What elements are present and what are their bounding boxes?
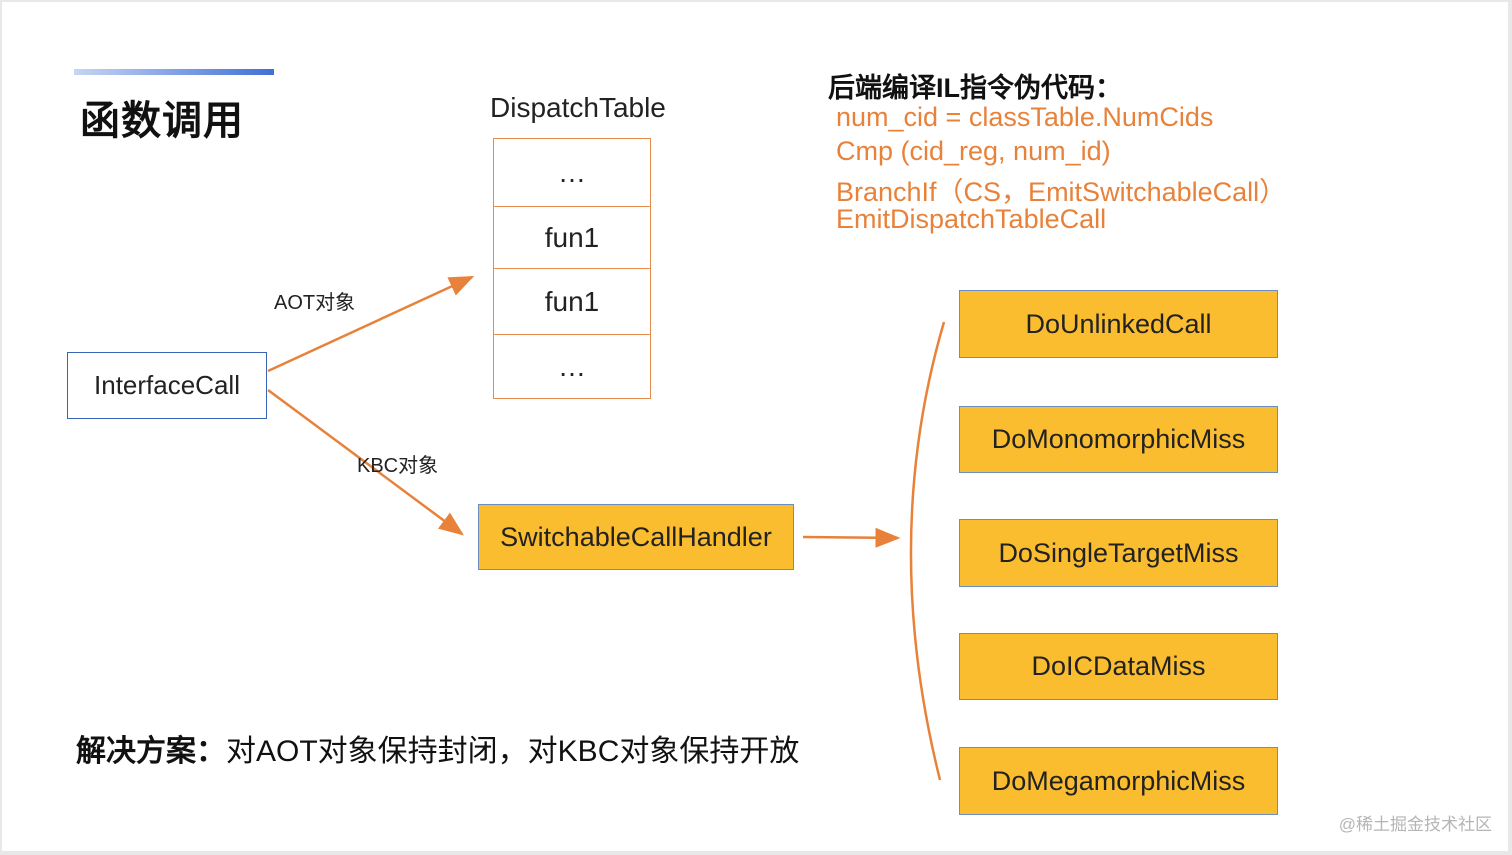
target-node: DoUnlinkedCall: [959, 290, 1278, 358]
pseudocode-line: Cmp (cid_reg, num_id): [836, 136, 1111, 166]
kbc-arrow: [267, 388, 465, 536]
solution-text: 解决方案：对AOT对象保持封闭，对KBC对象保持开放: [76, 726, 799, 770]
dispatch-table-title: DispatchTable: [490, 92, 666, 123]
target-node: DoMegamorphicMiss: [959, 747, 1278, 815]
solution-label: 解决方案：: [76, 735, 226, 768]
pseudocode-line: EmitDispatchTableCall: [836, 204, 1107, 234]
targets-bracket: [909, 321, 946, 781]
watermark: @稀土掘金技术社区: [1338, 815, 1492, 834]
switchable-call-handler-node: SwitchableCallHandler: [478, 504, 794, 570]
dispatch-table-cell: …: [558, 350, 586, 382]
pseudocode-title: 后端编译IL指令伪代码：: [828, 73, 1122, 103]
solution-body: 对AOT对象保持封闭，对KBC对象保持开放: [226, 735, 800, 768]
pseudocode-line: num_cid = classTable.NumCids: [836, 102, 1214, 132]
dispatch-table-cell: fun1: [494, 269, 650, 335]
interface-call-node: InterfaceCall: [67, 352, 267, 419]
kbc-edge-label: KBC对象: [357, 455, 439, 477]
dispatch-table-cell: fun1: [494, 207, 650, 269]
target-node: DoMonomorphicMiss: [959, 406, 1278, 473]
dispatch-table-cell: …: [494, 139, 650, 207]
target-node: DoICDataMiss: [959, 633, 1278, 700]
target-node: DoSingleTargetMiss: [959, 519, 1278, 587]
page-title: 函数调用: [80, 99, 244, 143]
title-accent-bar: [74, 69, 274, 75]
handler-arrow: [802, 527, 901, 548]
aot-edge-label: AOT对象: [274, 292, 356, 314]
aot-arrow: [267, 275, 475, 373]
dispatch-table: … fun1 fun1 …: [493, 138, 651, 399]
pseudocode-line: BranchIf（CS，EmitSwitchableCall）: [836, 177, 1287, 207]
